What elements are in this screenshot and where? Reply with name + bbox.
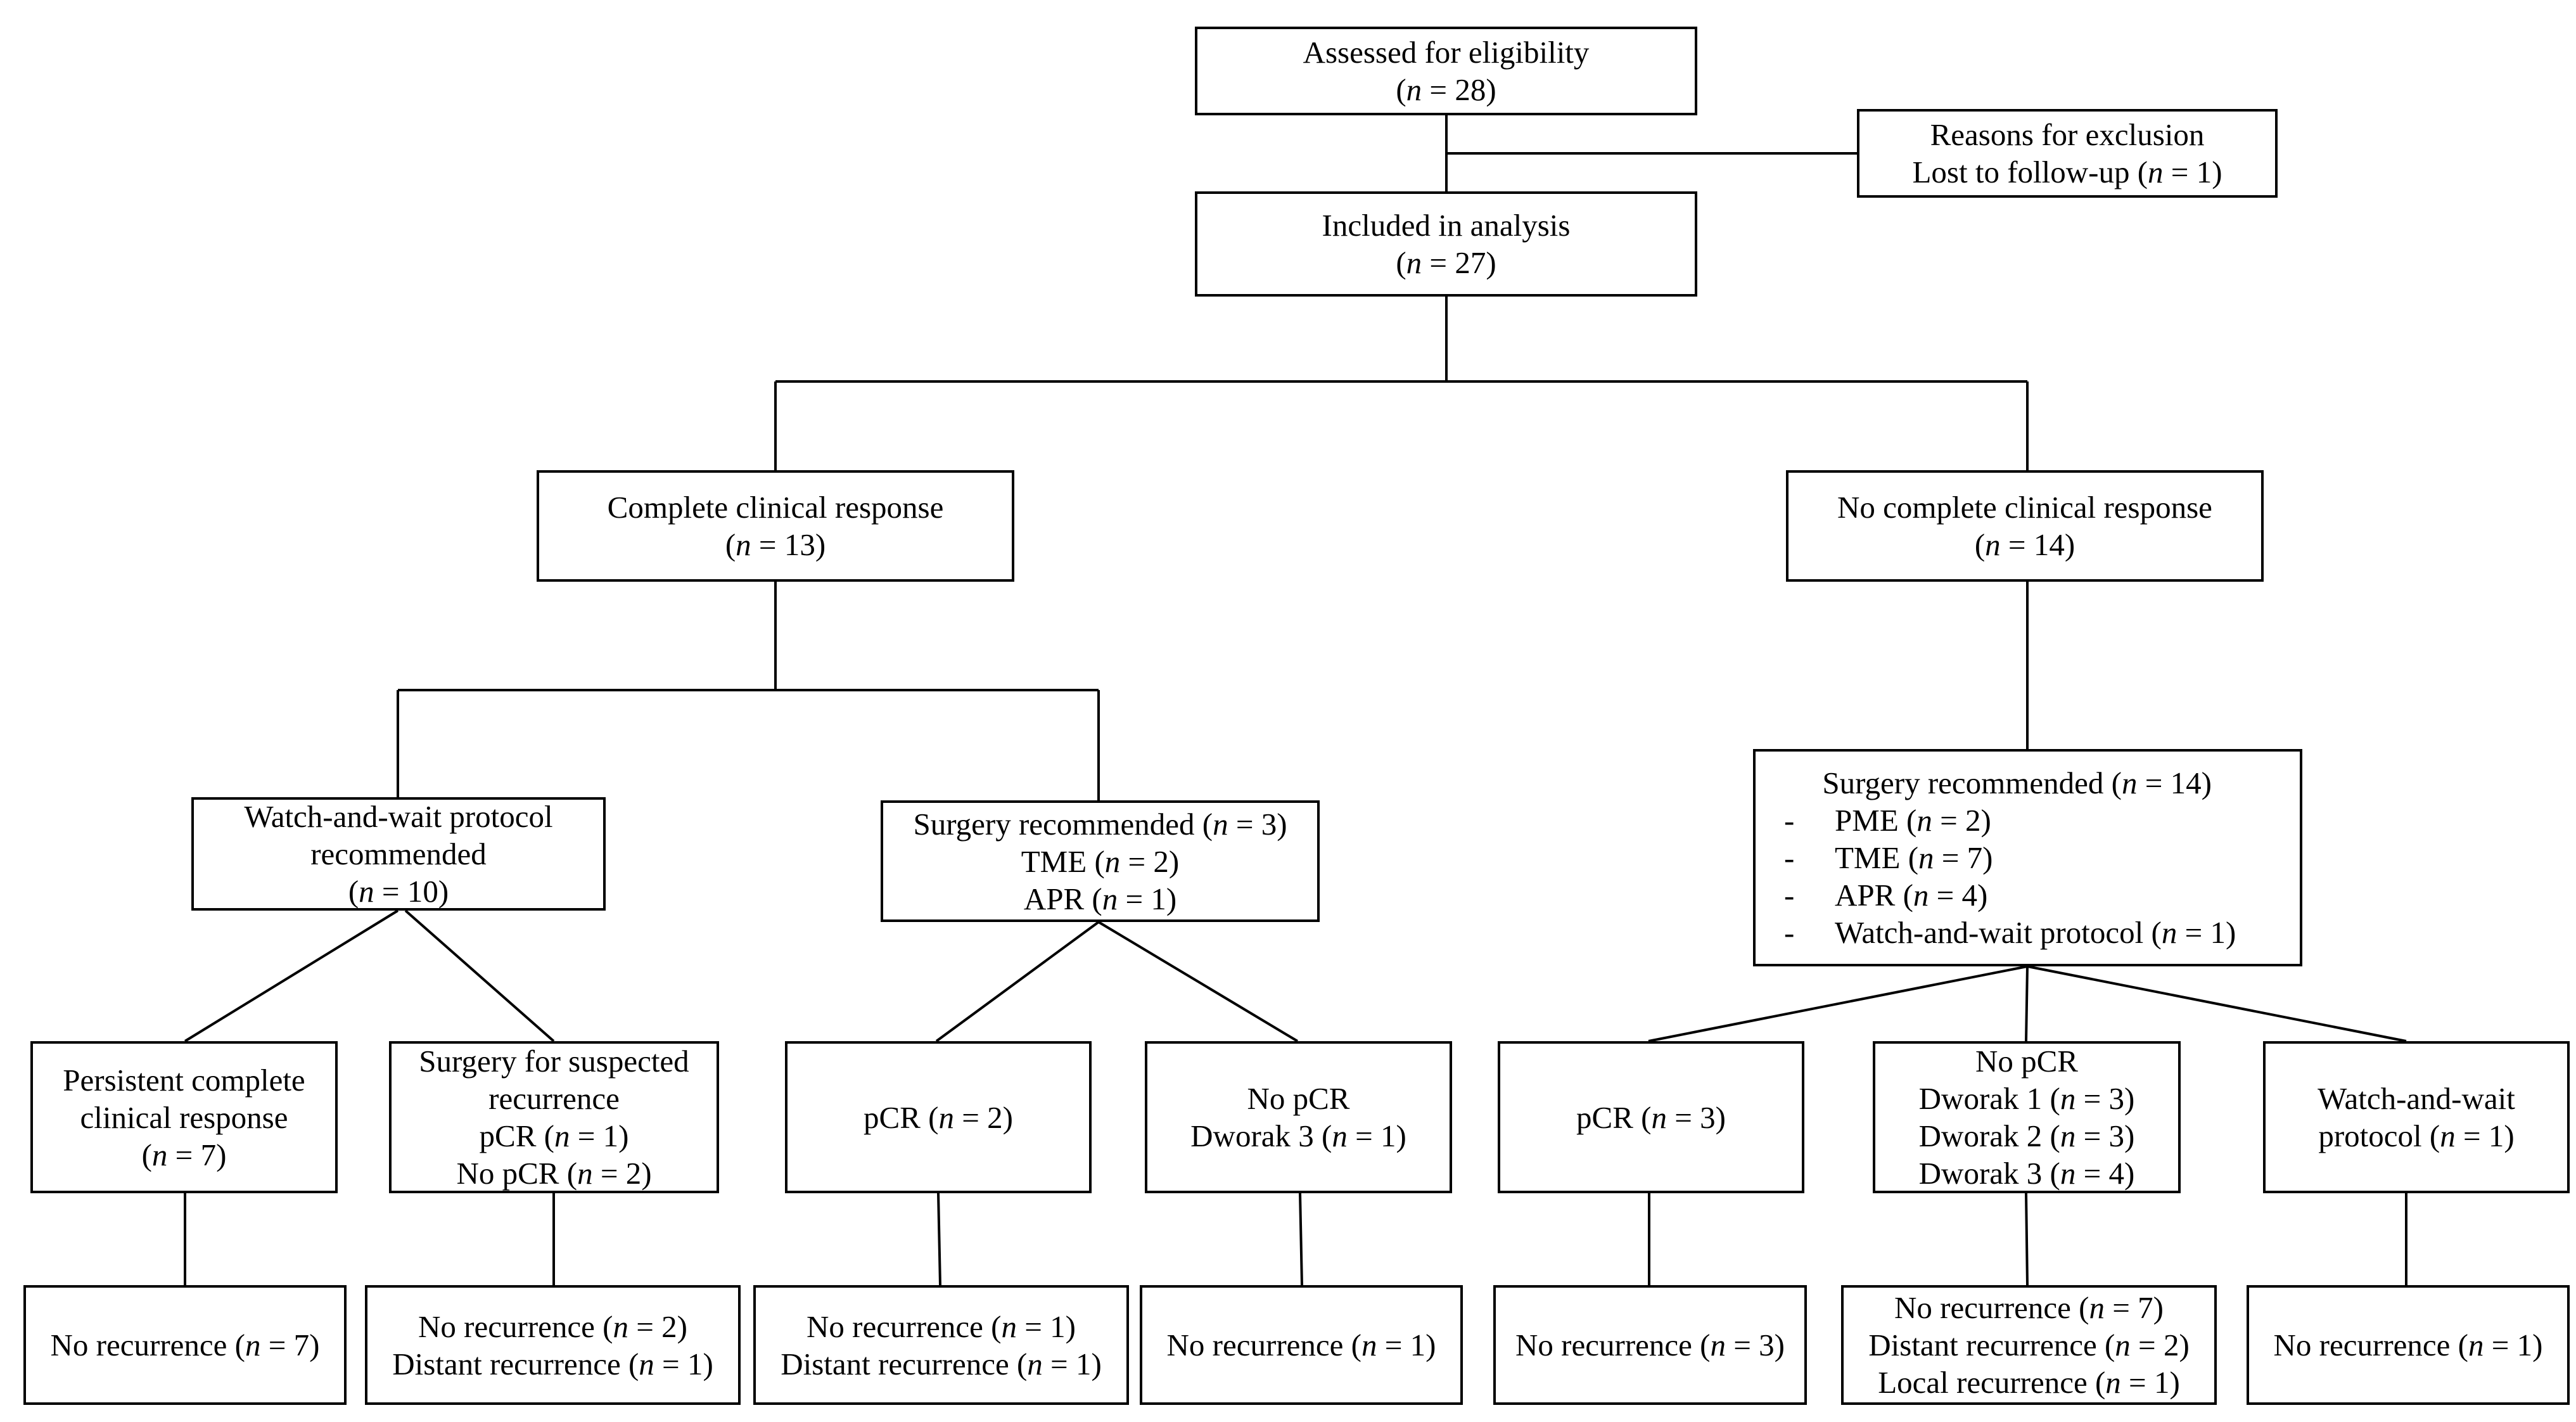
node-text-line: recommended bbox=[310, 836, 487, 871]
node-text-line: TME (n = 2) bbox=[1021, 843, 1180, 879]
surgery-nccr-list-item: - Watch-and-wait protocol (n = 1) bbox=[1784, 914, 2236, 951]
node-text-line: Included in analysis bbox=[1322, 208, 1571, 243]
node-text-line: No complete clinical response bbox=[1837, 490, 2212, 525]
node-text-line: Watch-and-wait bbox=[2318, 1081, 2515, 1116]
node-text-line: Dworak 2 (n = 3) bbox=[1918, 1118, 2135, 1153]
outcome-suspected: No recurrence (n = 2)Distant recurrence … bbox=[365, 1285, 741, 1405]
node-text-line: pCR (n = 3) bbox=[1576, 1099, 1726, 1135]
node-text-line: No recurrence (n = 3) bbox=[1515, 1328, 1785, 1362]
surgery-nccr-list-item: - APR (n = 4) bbox=[1784, 876, 2236, 914]
node-text-line: Reasons for exclusion bbox=[1930, 117, 2205, 152]
outcome-no-pcr-ccr: No recurrence (n = 1) bbox=[1140, 1285, 1463, 1405]
connector-pcr-ccr-outcome bbox=[937, 1193, 941, 1286]
list-bullet: - bbox=[1784, 915, 1795, 950]
node-text-line: Dworak 1 (n = 3) bbox=[1918, 1081, 2135, 1116]
node-text-line: Local recurrence (n = 1) bbox=[1878, 1365, 2180, 1400]
list-item-text: PME (n = 2) bbox=[1835, 803, 1991, 838]
node-text-line: Distant recurrence (n = 1) bbox=[392, 1346, 713, 1381]
node-text-line: Persistent complete bbox=[63, 1062, 305, 1098]
list-bullet: - bbox=[1784, 840, 1795, 875]
node-text-line: clinical response bbox=[80, 1099, 288, 1135]
surgery-nccr-content: Surgery recommended (n = 14) - PME (n = 2… bbox=[1784, 764, 2236, 951]
node-complete-clinical-response: Complete clinical response(n = 13) bbox=[537, 470, 1014, 582]
node-pcr-nccr: pCR (n = 3) bbox=[1498, 1041, 1804, 1193]
node-no-complete-clinical-response: No complete clinical response(n = 14) bbox=[1786, 470, 2264, 582]
node-text-line: Watch-and-wait protocol bbox=[244, 799, 553, 834]
node-text-line: Surgery for suspected bbox=[419, 1044, 689, 1079]
node-text-line: APR (n = 1) bbox=[1023, 881, 1177, 916]
node-text-line: (n = 14) bbox=[1974, 527, 2075, 562]
connector-surgery-to-pcr bbox=[935, 921, 1100, 1042]
connector-ww-to-suspected bbox=[404, 909, 555, 1042]
surgery-nccr-list-item: - PME (n = 2) bbox=[1784, 802, 2236, 839]
node-text-line: No recurrence (n = 7) bbox=[50, 1328, 320, 1362]
list-item-text: APR (n = 4) bbox=[1835, 878, 1988, 913]
node-surgery-recommended-ccr: Surgery recommended (n = 3)TME (n = 2)AP… bbox=[881, 800, 1320, 922]
node-text-line: (n = 7) bbox=[141, 1137, 227, 1172]
outcome-pcr-nccr: No recurrence (n = 3) bbox=[1493, 1285, 1807, 1405]
node-assessed-for-eligibility: Assessed for eligibility(n = 28) bbox=[1195, 27, 1697, 115]
node-text-line: No pCR (n = 2) bbox=[456, 1156, 652, 1191]
node-text-line: Assessed for eligibility bbox=[1303, 35, 1590, 70]
connector-nccr-surgery-to-ww bbox=[2027, 965, 2407, 1042]
node-text-line: (n = 28) bbox=[1396, 72, 1496, 107]
surgery-nccr-items: - PME (n = 2) - TME (n = 7) - APR (n = 4) - Wat… bbox=[1784, 802, 2236, 951]
node-surgery-recommended-nccr: Surgery recommended (n = 14) - PME (n = 2… bbox=[1753, 749, 2302, 966]
node-text-line: No recurrence (n = 1) bbox=[807, 1309, 1076, 1344]
list-item-text: TME (n = 7) bbox=[1835, 840, 1993, 875]
node-text-line: Surgery recommended (n = 3) bbox=[913, 806, 1287, 842]
node-text-line: Distant recurrence (n = 1) bbox=[781, 1346, 1102, 1381]
surgery-nccr-title: Surgery recommended (n = 14) bbox=[1822, 765, 2212, 800]
node-text-line: recurrence bbox=[488, 1081, 620, 1116]
connector-nopcr-ccr-outcome bbox=[1299, 1193, 1303, 1286]
node-text-line: pCR (n = 1) bbox=[479, 1118, 629, 1153]
node-text-line: Lost to follow-up (n = 1) bbox=[1912, 155, 2222, 189]
list-bullet: - bbox=[1784, 803, 1795, 838]
node-text-line: (n = 13) bbox=[725, 527, 826, 562]
connector-ww-to-persistent bbox=[184, 909, 399, 1042]
node-text-line: pCR (n = 2) bbox=[864, 1099, 1013, 1135]
node-text-line: Distant recurrence (n = 2) bbox=[1868, 1328, 2190, 1362]
outcome-no-pcr-nccr: No recurrence (n = 7)Distant recurrence … bbox=[1841, 1285, 2217, 1405]
node-text-line: protocol (n = 1) bbox=[2318, 1118, 2515, 1153]
node-text-line: No pCR bbox=[1247, 1081, 1350, 1116]
connector-nccr-surgery-to-nopcr bbox=[2025, 966, 2029, 1042]
node-text-line: No recurrence (n = 1) bbox=[1166, 1328, 1436, 1362]
list-item-text: Watch-and-wait protocol (n = 1) bbox=[1835, 915, 2236, 950]
list-bullet: - bbox=[1784, 878, 1795, 913]
node-included-in-analysis: Included in analysis(n = 27) bbox=[1195, 191, 1697, 297]
node-pcr-ccr: pCR (n = 2) bbox=[785, 1041, 1092, 1193]
node-text-line: (n = 27) bbox=[1396, 245, 1496, 280]
surgery-nccr-list-item: - TME (n = 7) bbox=[1784, 839, 2236, 876]
connector-nopcr-nccr-outcome bbox=[2025, 1193, 2029, 1286]
node-text-line: Dworak 3 (n = 4) bbox=[1918, 1156, 2135, 1191]
connector-nccr-surgery-to-pcr bbox=[1648, 965, 2028, 1042]
node-text-line: Dworak 3 (n = 1) bbox=[1190, 1118, 1406, 1153]
node-text-line: No recurrence (n = 2) bbox=[418, 1309, 687, 1344]
outcome-persistent: No recurrence (n = 7) bbox=[23, 1285, 347, 1405]
node-text-line: No recurrence (n = 7) bbox=[1894, 1290, 2164, 1325]
outcome-pcr-ccr: No recurrence (n = 1)Distant recurrence … bbox=[753, 1285, 1129, 1405]
connector-surgery-to-nopcr bbox=[1097, 921, 1299, 1042]
outcome-watch-and-wait-nccr: No recurrence (n = 1) bbox=[2247, 1285, 2570, 1405]
node-text-line: (n = 10) bbox=[348, 874, 449, 909]
node-text-line: No recurrence (n = 1) bbox=[2273, 1328, 2543, 1362]
node-text-line: No pCR bbox=[1975, 1044, 2078, 1079]
node-text-line: Complete clinical response bbox=[607, 490, 944, 525]
